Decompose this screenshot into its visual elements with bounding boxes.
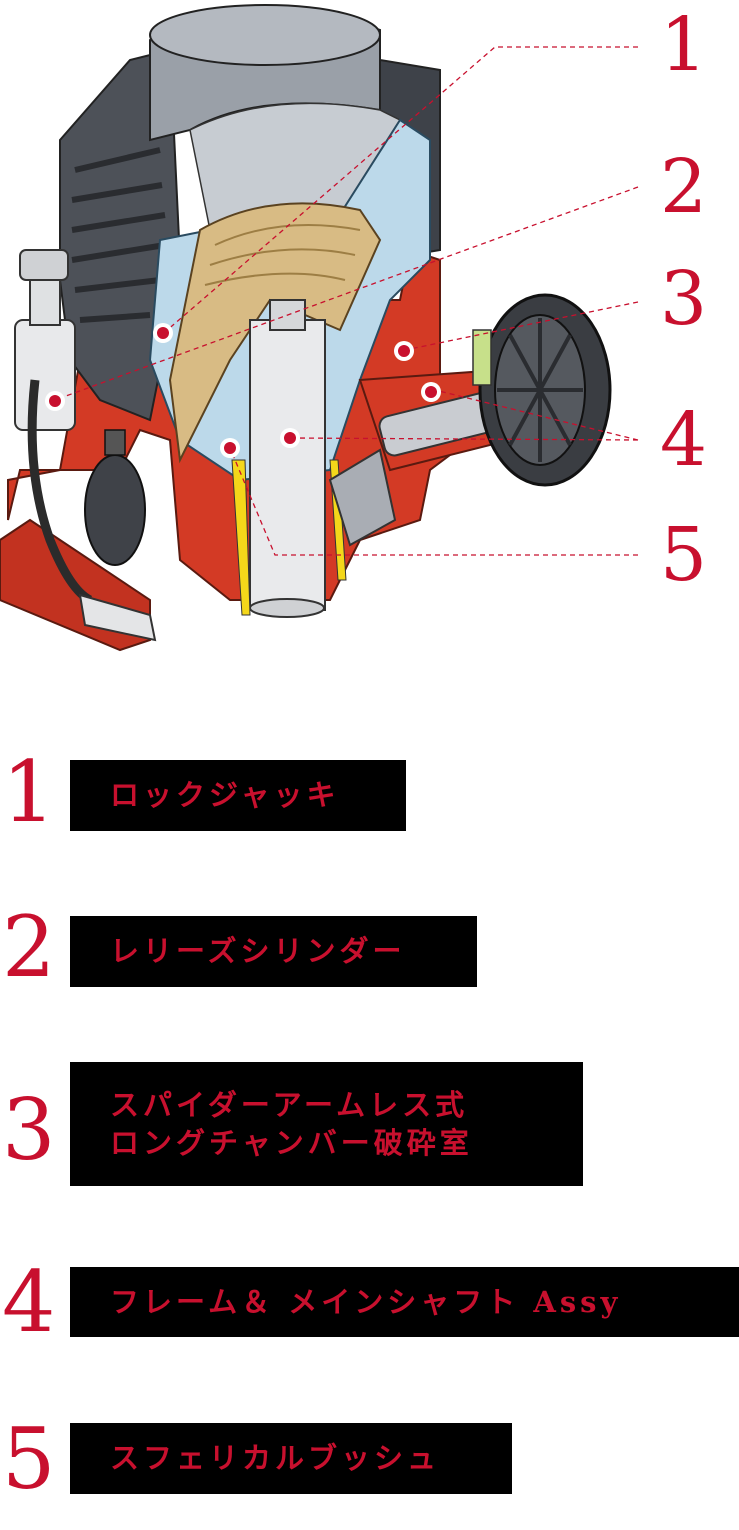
legend-number: 5 <box>2 1410 56 1508</box>
legend-item-4: 4 フレーム＆ メインシャフト Assy <box>0 1255 739 1345</box>
leader-lines <box>54 46 639 556</box>
accumulator-neck <box>104 429 126 456</box>
accumulator <box>84 454 146 566</box>
legend-number: 4 <box>2 1253 56 1351</box>
legend-number: 3 <box>2 1081 56 1179</box>
hydraulic-hose <box>27 379 93 605</box>
legend-label-text: フレーム＆ メインシャフト Assy <box>110 1284 622 1319</box>
manifold-block <box>78 593 157 642</box>
legend-label-text-line-1: スパイダーアームレス式 <box>110 1087 469 1122</box>
bevel-gear <box>328 448 397 547</box>
leader-line-1 <box>164 46 638 333</box>
crusher-cutaway-illustration <box>0 4 639 652</box>
spherical-bushing <box>231 459 347 616</box>
leader-line-5 <box>229 447 638 556</box>
legend-number: 1 <box>2 743 56 841</box>
legend-number: 2 <box>2 898 56 996</box>
callout-number-3: 3 <box>660 256 708 342</box>
callout-number-4: 4 <box>660 397 708 483</box>
leader-line-3 <box>404 301 639 351</box>
main-shaft <box>249 319 326 611</box>
legend-label: スパイダーアームレス式 ロングチャンバー破砕室 <box>70 1062 583 1186</box>
legend-label-text: スフェリカルブッシュ <box>110 1441 441 1476</box>
lock-jack-head <box>19 249 69 281</box>
callout-number-5: 5 <box>660 512 708 598</box>
housing-fins <box>71 147 166 323</box>
legend-item-3: 3 スパイダーアームレス式 ロングチャンバー破砕室 <box>0 1060 739 1190</box>
legend-item-5: 5 スフェリカルブッシュ <box>0 1415 739 1505</box>
legend-label-text: ロックジャッキ <box>110 778 340 813</box>
legend-label: ロックジャッキ <box>70 760 406 831</box>
legend-label: レリーズシリンダー <box>70 916 477 987</box>
callout-number-2: 2 <box>660 144 708 230</box>
leader-line-2 <box>54 186 639 401</box>
hopper-rim <box>149 4 381 66</box>
marker-dots <box>45 323 441 458</box>
legend-item-1: 1 ロックジャッキ <box>0 750 739 840</box>
adjustment-pin <box>472 329 492 386</box>
legend-label: フレーム＆ メインシャフト Assy <box>70 1267 739 1337</box>
mantle-rings <box>204 224 361 286</box>
legend-label-text: レリーズシリンダー <box>110 934 406 969</box>
legend-item-2: 2 レリーズシリンダー <box>0 905 739 995</box>
callout-number-1: 1 <box>660 2 708 88</box>
pulley-spokes <box>497 318 583 462</box>
hopper-inner <box>189 102 402 231</box>
legend-label: スフェリカルブッシュ <box>70 1423 512 1494</box>
lock-jack-cylinder <box>14 319 76 431</box>
legend-label-text-line-2: ロングチャンバー破砕室 <box>110 1126 473 1160</box>
shaft-end <box>249 598 325 618</box>
leader-line-4 <box>289 389 639 441</box>
